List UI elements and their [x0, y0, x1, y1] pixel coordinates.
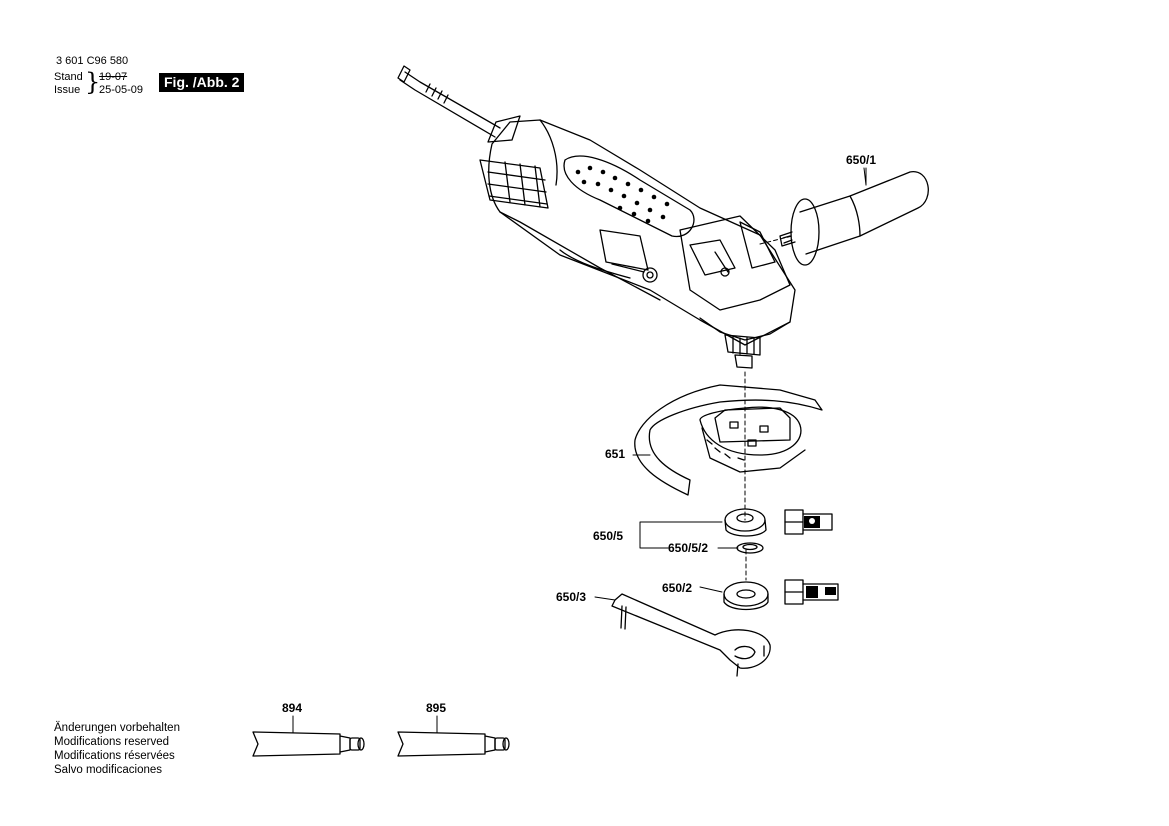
note-fr: Modifications réservées — [54, 750, 175, 762]
angle-grinder-body — [479, 119, 796, 369]
note-en: Modifications reserved — [54, 736, 170, 748]
grip-texture-dots — [575, 165, 670, 224]
old-date: 19-07 — [99, 71, 128, 83]
power-cord — [397, 65, 521, 143]
issue-date: 25-05-09 — [99, 84, 144, 96]
part-label-650-2: 650/2 — [662, 581, 693, 595]
part-label-650-5: 650/5 — [593, 529, 624, 543]
part-label-651: 651 — [605, 447, 626, 461]
date-brace: } — [85, 68, 101, 96]
figure-label: Fig. /Abb. 2 — [159, 73, 245, 92]
clamp-nut — [723, 581, 769, 611]
grease-tube-895 — [397, 731, 510, 757]
issue-label: Issue — [54, 84, 81, 96]
clamping-flange — [724, 508, 767, 537]
part-label-650-3: 650/3 — [556, 590, 587, 604]
document-number: 3 601 C96 580 — [56, 55, 129, 67]
part-label-895: 895 — [426, 701, 447, 715]
flange-profile-detail — [784, 509, 839, 605]
stand-label: Stand — [54, 71, 83, 83]
grease-tube-894 — [252, 731, 365, 757]
side-handle — [779, 167, 929, 266]
two-pin-spanner — [611, 593, 771, 677]
part-label-650-5-2: 650/5/2 — [668, 541, 709, 555]
modifications-note: Änderungen vorbehalten Modifications res… — [54, 721, 180, 777]
part-label-650-1: 650/1 — [846, 153, 877, 167]
part-label-894: 894 — [282, 701, 303, 715]
o-ring — [736, 542, 764, 554]
note-es: Salvo modificaciones — [54, 764, 163, 776]
note-de: Änderungen vorbehalten — [54, 722, 180, 734]
wheel-guard — [634, 384, 823, 496]
